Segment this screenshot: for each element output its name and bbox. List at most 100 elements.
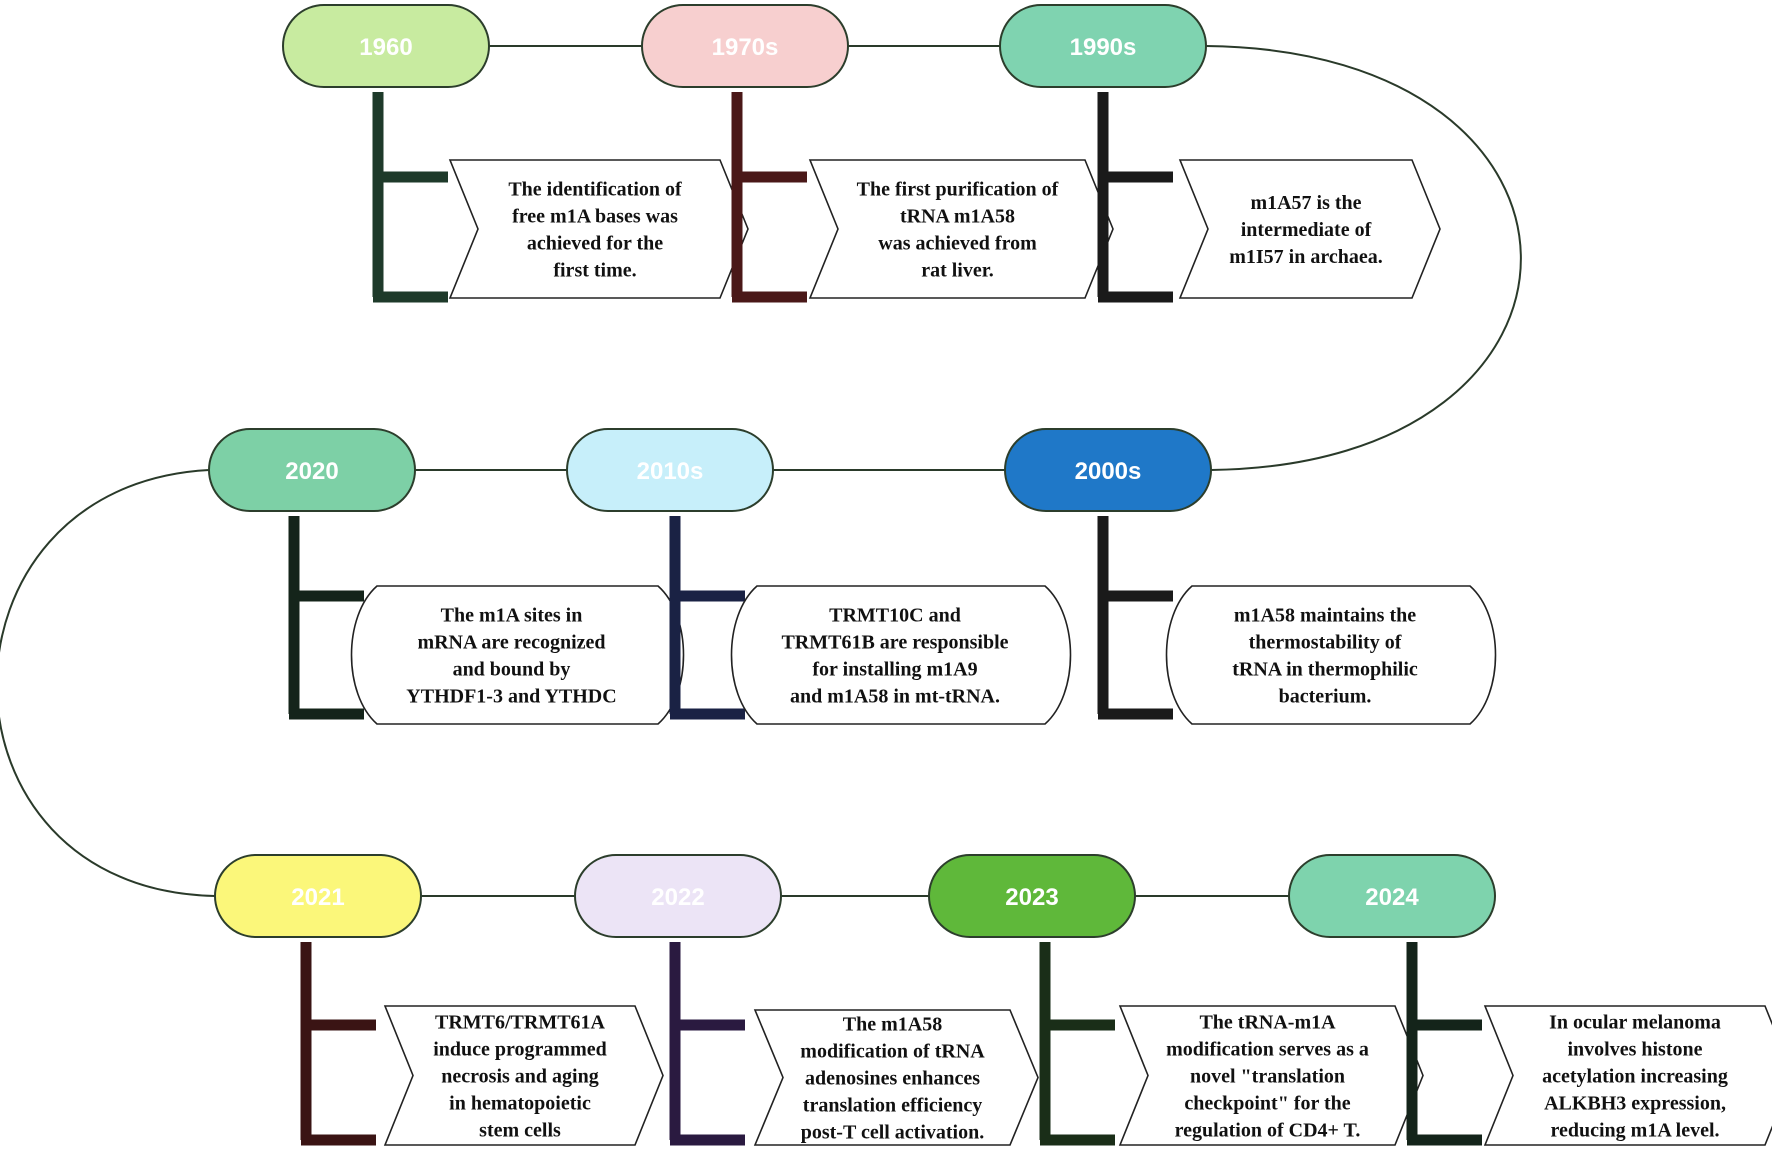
note-line: acetylation increasing [1542,1066,1728,1088]
note-text-1970s: The first purification of tRNA m1A58 was a… [857,179,1059,282]
note-box-2021 [383,1005,664,1146]
note-line: modification serves as a [1166,1039,1369,1061]
note-line: In ocular melanoma [1549,1012,1721,1034]
bracket-2024 [1406,942,1482,1146]
note-box-1960 [448,159,749,299]
note-line: stem cells [479,1120,561,1142]
note-line: ALKBH3 expression, [1544,1093,1726,1115]
year-pill-2022 [574,854,782,938]
note-line: thermostability of [1249,632,1402,654]
note-line: YTHDF1-3 and YTHDC [406,686,616,708]
note-box-1970s [808,159,1114,299]
timeline-nodes: The identification of free m1A bases was a… [208,4,1772,1146]
bracket-1960 [372,92,448,303]
note-line: TRMT10C and [829,605,961,627]
year-pill-1970s [641,4,849,88]
curve-1990s-2000s [1205,45,1522,471]
note-line: adenosines enhances [805,1068,980,1090]
bracket-1970s [731,92,807,303]
note-line: reducing m1A level. [1550,1120,1719,1142]
year-pill-2000s [1004,428,1212,512]
milestone-1970s: The first purification of tRNA m1A58 was a… [641,4,1114,303]
note-text-2022: The m1A58 modification of tRNA adenosines … [800,1014,985,1144]
note-box-2024 [1483,1005,1772,1146]
note-line: in hematopoietic [449,1093,591,1115]
year-label-2020: 2020 [285,458,338,485]
note-line: The first purification of [857,179,1059,201]
bracket-2021 [300,942,376,1146]
note-line: novel "translation [1190,1066,1345,1088]
note-line: The m1A sites in [441,605,583,627]
year-label-2000s: 2000s [1075,458,1142,485]
year-pill-1960 [282,4,490,88]
note-line: and bound by [453,659,571,681]
note-line: first time. [553,260,636,282]
year-label-1960: 1960 [359,34,412,61]
bracket-2023 [1039,942,1115,1146]
year-label-2024: 2024 [1365,884,1419,911]
milestone-1990s: m1A57 is the intermediate of m1I57 in arch… [999,4,1441,303]
year-label-1990s: 1990s [1070,34,1137,61]
year-label-2010s: 2010s [637,458,704,485]
note-box-2022 [753,1009,1039,1146]
note-line: intermediate of [1241,219,1372,241]
note-line: tRNA in thermophilic [1232,659,1418,681]
year-pill-2021 [214,854,422,938]
year-pill-2024 [1288,854,1496,938]
milestone-2000s: m1A58 maintains the thermostability of tRN… [1004,428,1497,725]
milestone-2023: The tRNA-m1A modification serves as a nove… [928,854,1424,1146]
note-text-2024: In ocular melanoma involves histone acetyl… [1542,1012,1728,1142]
note-box-2000s [1165,585,1497,725]
note-box-2023 [1118,1005,1424,1146]
note-line: tRNA m1A58 [900,206,1015,228]
note-line: TRMT6/TRMT61A [435,1012,606,1034]
year-label-2022: 2022 [651,884,704,911]
note-line: induce programmed [433,1039,607,1061]
note-text-2023: The tRNA-m1A modification serves as a nove… [1166,1012,1369,1142]
note-box-1990s [1178,159,1441,299]
note-text-2000s: m1A58 maintains the thermostability of tRN… [1232,605,1418,708]
note-line: free m1A bases was [512,206,678,228]
note-line: translation efficiency [803,1095,982,1117]
note-line: The identification of [508,179,682,201]
milestone-2024: In ocular melanoma involves histone acetyl… [1288,854,1772,1146]
note-text-2020: The m1A sites in mRNA are recognized and b… [406,605,616,708]
note-text-1990s: m1A57 is the intermediate of m1I57 in arch… [1229,192,1383,268]
note-line: TRMT61B are responsible [781,632,1008,654]
year-pill-2020 [208,428,416,512]
note-line: The m1A58 [843,1014,942,1036]
note-line: The tRNA-m1A [1199,1012,1336,1034]
year-label-2023: 2023 [1005,884,1058,911]
note-line: bacterium. [1279,686,1372,708]
milestone-2020: The m1A sites in mRNA are recognized and b… [208,428,685,725]
note-text-1960: The identification of free m1A bases was a… [508,179,682,282]
note-line: achieved for the [527,233,663,255]
note-line: m1I57 in archaea. [1229,246,1383,268]
note-line: involves histone [1567,1039,1702,1061]
year-label-1970s: 1970s [712,34,779,61]
bracket-1990s [1097,92,1173,303]
timeline-connectors [0,45,1522,897]
note-line: rat liver. [921,260,994,282]
note-line: m1A58 maintains the [1234,605,1416,627]
note-line: m1A57 is the [1250,192,1361,214]
note-line: was achieved from [878,233,1037,255]
bracket-2020 [288,516,364,720]
bracket-2010s [669,516,745,720]
note-line: mRNA are recognized [417,632,605,654]
curve-2020-2021 [0,469,216,897]
milestone-2022: The m1A58 modification of tRNA adenosines … [574,854,1039,1146]
note-line: regulation of CD4+ T. [1175,1120,1361,1142]
note-line: modification of tRNA [800,1041,985,1063]
note-line: and m1A58 in mt-tRNA. [790,686,1000,708]
note-line: checkpoint" for the [1184,1093,1350,1115]
milestone-1960: The identification of free m1A bases was a… [282,4,749,303]
note-line: for installing m1A9 [812,659,977,681]
note-box-2010s [730,585,1072,725]
bracket-2022 [669,942,745,1146]
